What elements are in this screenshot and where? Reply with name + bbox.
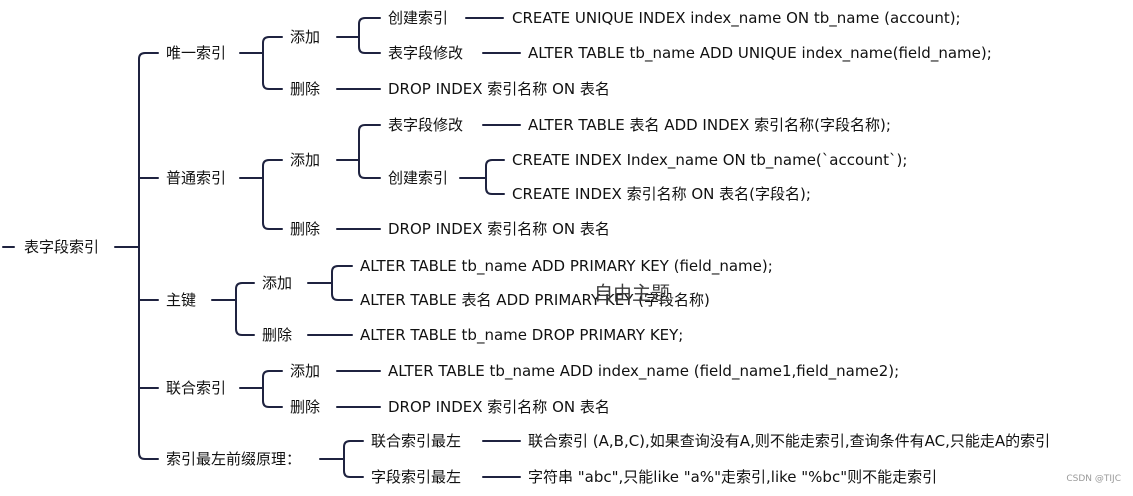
composite-index-node[interactable]: 联合索引 — [166, 379, 227, 397]
normal-delete-sql[interactable]: DROP INDEX 索引名称 ON 表名 — [388, 220, 610, 238]
normal-add-node[interactable]: 添加 — [290, 151, 321, 169]
watermark: CSDN @TIJC — [1066, 474, 1121, 484]
primary-add-node[interactable]: 添加 — [262, 274, 293, 292]
composite-add-sql[interactable]: ALTER TABLE tb_name ADD index_name (fiel… — [388, 362, 900, 380]
normal-index-node[interactable]: 普通索引 — [166, 169, 227, 187]
prefix-composite-node[interactable]: 联合索引最左 — [371, 432, 462, 450]
normal-bracket-branch-1 — [262, 177, 283, 230]
prefix-principle-node[interactable]: 索引最左前缀原理： — [166, 450, 302, 468]
normal-create-sql-2[interactable]: CREATE INDEX 索引名称 ON 表名(字段名); — [512, 185, 811, 203]
composite-bracket-branch-1 — [262, 387, 283, 408]
primary-bracket-branch-0 — [235, 282, 255, 301]
unique-create-sql[interactable]: CREATE UNIQUE INDEX index_name ON tb_nam… — [512, 9, 961, 27]
primary-add-bracket-branch-0 — [331, 265, 353, 284]
root-node[interactable]: 表字段索引 — [24, 238, 100, 256]
primary-delete-node[interactable]: 删除 — [262, 326, 293, 344]
primary-bracket-branch-1 — [235, 299, 255, 336]
prefix-composite-text[interactable]: 联合索引 (A,B,C),如果查询没有A,则不能走索引,查询条件有AC,只能走A… — [528, 432, 1051, 450]
normal-alter-sql[interactable]: ALTER TABLE 表名 ADD INDEX 索引名称(字段名称); — [528, 116, 891, 134]
primary-add-sql-2[interactable]: ALTER TABLE 表名 ADD PRIMARY KEY (字段名称) — [360, 291, 710, 309]
normal-create-node[interactable]: 创建索引 — [388, 169, 449, 187]
free-topic-label[interactable]: 自由主题 — [593, 282, 671, 305]
unique-add-bracket-branch-0 — [358, 17, 381, 38]
prefix-field-node[interactable]: 字段索引最左 — [371, 468, 462, 486]
unique-add-bracket-branch-1 — [358, 36, 381, 54]
unique-alter-sql[interactable]: ALTER TABLE tb_name ADD UNIQUE index_nam… — [528, 44, 992, 62]
primary-add-sql-1[interactable]: ALTER TABLE tb_name ADD PRIMARY KEY (fie… — [360, 257, 773, 275]
unique-alter-node[interactable]: 表字段修改 — [388, 44, 464, 62]
normal-alter-node[interactable]: 表字段修改 — [388, 116, 464, 134]
composite-bracket-branch-0 — [262, 370, 283, 389]
unique-delete-sql[interactable]: DROP INDEX 索引名称 ON 表名 — [388, 80, 610, 98]
unique-create-node[interactable]: 创建索引 — [388, 9, 449, 27]
unique-index-node[interactable]: 唯一索引 — [166, 44, 227, 62]
primary-add-bracket-branch-1 — [331, 282, 353, 301]
unique-add-node[interactable]: 添加 — [290, 28, 321, 46]
prefix-bracket-branch-1 — [343, 458, 364, 478]
root-bracket-branch-4 — [138, 246, 159, 460]
normal-create-sql-1[interactable]: CREATE INDEX Index_name ON tb_name(`acco… — [512, 151, 908, 169]
primary-delete-sql[interactable]: ALTER TABLE tb_name DROP PRIMARY KEY; — [360, 326, 684, 344]
normal-add-bracket-branch-0 — [358, 124, 381, 161]
normal-create-bracket-branch-1 — [485, 177, 505, 195]
normal-add-bracket-branch-1 — [358, 159, 381, 179]
primary-key-node[interactable]: 主键 — [166, 291, 197, 309]
unique-bracket-branch-1 — [262, 52, 283, 90]
normal-create-bracket-branch-0 — [485, 159, 505, 179]
normal-delete-node[interactable]: 删除 — [290, 220, 321, 238]
prefix-field-text[interactable]: 字符串 "abc",只能like "a%"走索引,like "%bc"则不能走索… — [528, 468, 938, 486]
prefix-bracket-branch-0 — [343, 440, 364, 460]
composite-add-node[interactable]: 添加 — [290, 362, 321, 380]
composite-delete-sql[interactable]: DROP INDEX 索引名称 ON 表名 — [388, 398, 610, 416]
unique-bracket-branch-0 — [262, 36, 283, 54]
composite-delete-node[interactable]: 删除 — [290, 398, 321, 416]
normal-bracket-branch-0 — [262, 159, 283, 179]
unique-delete-node[interactable]: 删除 — [290, 80, 321, 98]
root-bracket-branch-0 — [138, 52, 159, 248]
